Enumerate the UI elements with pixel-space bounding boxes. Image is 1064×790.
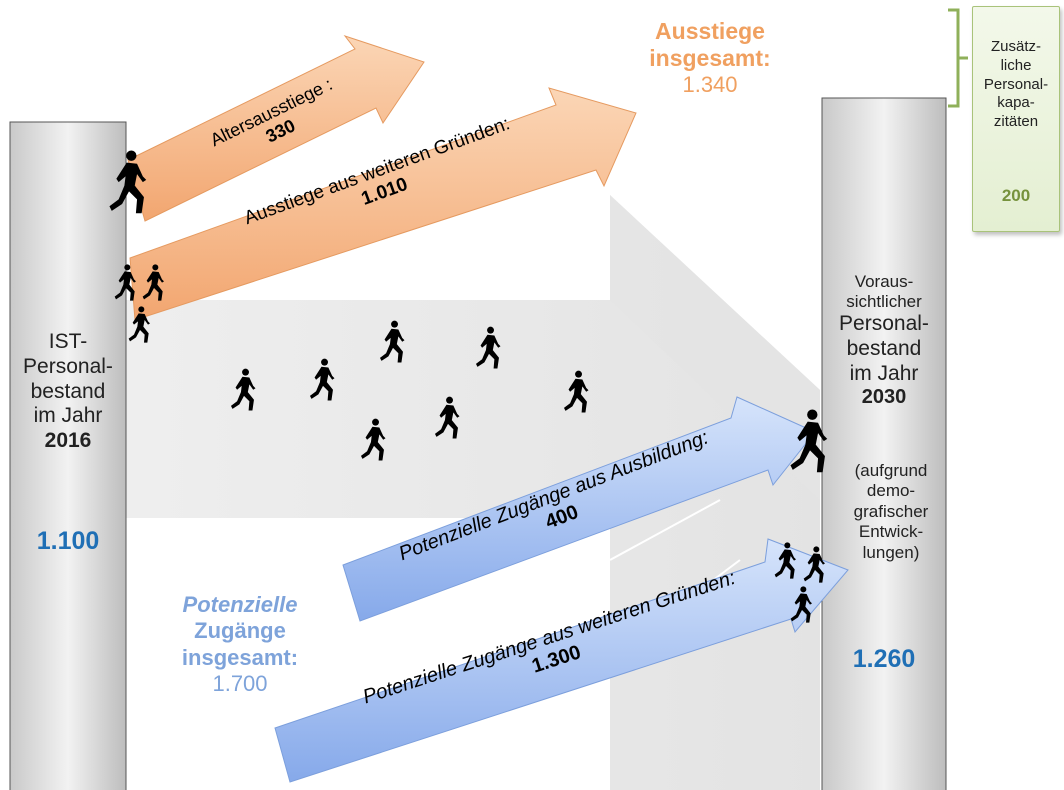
arrow-outflow-other	[129, 87, 637, 321]
side-line3: Personal-	[983, 75, 1049, 93]
right-line1: Voraus-	[854, 272, 914, 291]
outflow-total-line1: Ausstiege	[655, 18, 765, 44]
outflow-total: Ausstiege insgesamt: 1.340	[620, 18, 800, 98]
left-column-label: IST- Personal- bestand im Jahr 2016	[12, 330, 124, 454]
side-line4: kapa-	[997, 94, 1035, 112]
side-line1: Zusätz-	[990, 38, 1041, 55]
right-note1: (aufgrund	[854, 461, 928, 480]
right-note: (aufgrund demo- grafischer Entwick- lung…	[836, 461, 946, 563]
left-value: 1.100	[36, 527, 100, 555]
outflow-total-value: 1.340	[682, 72, 738, 98]
right-line3: Personal-	[839, 312, 929, 336]
right-line2: sichtlicher	[846, 292, 922, 312]
left-line4: im Jahr	[33, 404, 103, 428]
inflow-total-line2: Zugänge	[194, 618, 286, 644]
arrow-inflow-training	[342, 396, 816, 622]
left-line1: IST-	[48, 330, 88, 353]
inflow-total-line3: insgesamt:	[181, 644, 299, 670]
inflow-total-line1: Potenzielle	[182, 592, 298, 617]
additional-capacity-label: Zusätz- liche Personal- kapa- zitäten	[972, 38, 1060, 132]
left-year: 2016	[44, 429, 92, 453]
right-note5: lungen)	[862, 542, 920, 562]
right-year: 2030	[861, 386, 907, 409]
right-note3: grafischer	[853, 501, 929, 521]
side-line5: zitäten	[993, 113, 1039, 130]
outflow-total-line2: insgesamt:	[649, 45, 771, 72]
arrow-inflow-other	[274, 538, 849, 783]
right-line5: im Jahr	[849, 361, 919, 385]
inflow-total-value: 1.700	[212, 671, 268, 697]
left-line2: Personal-	[23, 354, 113, 378]
left-line3: bestand	[30, 379, 106, 403]
right-note4: Entwick-	[858, 522, 924, 542]
arrow-outflow-age	[127, 35, 425, 222]
right-column-label: Voraus- sichtlicher Personal- bestand im…	[824, 272, 944, 410]
right-note2: demo-	[866, 481, 916, 501]
right-column	[821, 97, 947, 790]
side-bracket	[948, 8, 968, 108]
additional-capacity-box	[972, 6, 1060, 232]
side-line2: liche	[1000, 56, 1032, 74]
additional-capacity-value: 200	[1001, 186, 1031, 205]
left-column	[9, 121, 127, 790]
right-value: 1.260	[852, 645, 916, 673]
right-line4: bestand	[846, 336, 922, 360]
inflow-total: Potenzielle Zugänge insgesamt: 1.700	[150, 592, 330, 698]
